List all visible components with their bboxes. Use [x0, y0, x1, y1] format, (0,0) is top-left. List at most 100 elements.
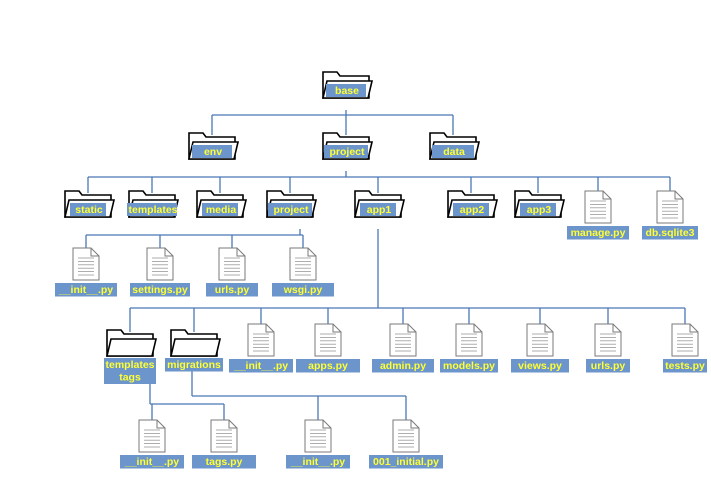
file-corner-icon	[674, 191, 683, 200]
node-label: manage.py	[571, 227, 626, 239]
file-node-a_views: views.py	[511, 323, 569, 373]
file-node-a_apps: apps.py	[296, 323, 360, 373]
node-label-box	[520, 203, 556, 216]
file-corner-icon	[307, 248, 316, 257]
file-corner-icon	[473, 324, 482, 333]
tree-connectors	[85, 110, 686, 422]
file-corner-icon	[265, 324, 274, 333]
node-label-box	[286, 455, 350, 469]
file-corner-icon	[689, 324, 698, 333]
file-node-m_init: __init__.py	[286, 419, 350, 469]
file-node-dbsqlite: db.sqlite3	[642, 190, 698, 240]
file-corner-icon	[322, 420, 331, 429]
folder-node-media: media	[195, 190, 248, 218]
folder-node-templates: templates	[127, 190, 180, 218]
node-label-box	[360, 203, 396, 216]
node-label: app3	[527, 204, 552, 216]
node-label-box	[206, 283, 258, 297]
node-label-box	[202, 203, 238, 216]
file-node-p_init: __init__.py	[55, 247, 117, 297]
node-label: views.py	[518, 360, 562, 372]
node-label-box	[130, 283, 190, 297]
file-node-a_models: models.py	[440, 323, 498, 373]
node-label-box	[453, 203, 489, 216]
node-label: settings.py	[132, 284, 188, 296]
folder-front-icon	[169, 338, 222, 357]
node-label-line: tags	[119, 372, 141, 384]
folder-node-static: static	[63, 190, 116, 218]
folder-node-base: base	[321, 71, 374, 99]
node-label: admin.py	[380, 360, 426, 372]
node-label: db.sqlite3	[645, 227, 694, 239]
node-label-box	[55, 283, 117, 297]
file-corner-icon	[602, 191, 611, 200]
file-node-tt_tags: tags.py	[192, 419, 256, 469]
node-label: tags.py	[206, 456, 243, 468]
node-label: 001_initial.py	[373, 456, 439, 468]
node-label-box	[70, 203, 106, 216]
node-label: app2	[460, 204, 485, 216]
node-label: templates	[128, 204, 177, 216]
node-label: base	[335, 85, 359, 97]
node-label-line: templates	[105, 359, 154, 371]
node-label: __init__.py	[124, 456, 179, 468]
node-label: app1	[367, 204, 392, 216]
node-label: apps.py	[308, 360, 348, 372]
folder-node-project2: project	[265, 190, 318, 218]
node-label: tests.py	[665, 360, 705, 372]
file-corner-icon	[228, 420, 237, 429]
file-node-a_tests: tests.py	[663, 323, 707, 373]
node-label: migrations	[167, 359, 221, 371]
node-label: __init__.py	[233, 360, 288, 372]
file-corner-icon	[164, 248, 173, 257]
file-node-p_urls: urls.py	[206, 247, 258, 297]
node-label-box	[440, 359, 498, 373]
folder-node-app1: app1	[353, 190, 406, 218]
file-node-p_settings: settings.py	[130, 247, 190, 297]
folder-node-data: data	[428, 132, 481, 160]
node-label-box	[372, 359, 434, 373]
folder-node-app3: app3	[513, 190, 566, 218]
node-label: urls.py	[591, 360, 626, 372]
node-label-box	[586, 359, 630, 373]
file-corner-icon	[236, 248, 245, 257]
file-corner-icon	[332, 324, 341, 333]
node-label-box	[165, 358, 223, 372]
folder-node-project: project	[321, 132, 374, 160]
node-label: media	[206, 204, 237, 216]
node-label-box	[272, 283, 334, 297]
node-label: wsgi.py	[283, 284, 323, 296]
node-label: project	[329, 146, 365, 158]
folder-node-a_migr: migrations	[165, 329, 223, 372]
node-label-box	[432, 145, 474, 158]
file-node-p_wsgi: wsgi.py	[272, 247, 334, 297]
file-corner-icon	[612, 324, 621, 333]
node-label-box	[229, 359, 293, 373]
node-label-box	[192, 455, 256, 469]
file-corner-icon	[410, 420, 419, 429]
node-label: static	[75, 204, 103, 216]
node-label-box	[663, 359, 707, 373]
file-node-manage: manage.py	[567, 190, 629, 240]
node-label-box	[127, 203, 177, 216]
node-label-box	[268, 203, 312, 216]
node-label-box	[324, 145, 368, 158]
node-label-box	[642, 226, 698, 240]
file-corner-icon	[156, 420, 165, 429]
file-node-m_initial: 001_initial.py	[369, 419, 443, 469]
node-label: project	[273, 204, 309, 216]
file-node-tt_init: __init__.py	[120, 419, 184, 469]
node-label-box	[567, 226, 629, 240]
folder-node-app2: app2	[446, 190, 499, 218]
node-label: urls.py	[215, 284, 250, 296]
file-corner-icon	[407, 324, 416, 333]
node-label: data	[443, 146, 465, 158]
node-label: __init__.py	[58, 284, 113, 296]
file-corner-icon	[544, 324, 553, 333]
file-node-a_init: __init__.py	[229, 323, 293, 373]
node-label-box	[511, 359, 569, 373]
file-node-a_urls: urls.py	[586, 323, 630, 373]
node-label: __init__.py	[290, 456, 345, 468]
